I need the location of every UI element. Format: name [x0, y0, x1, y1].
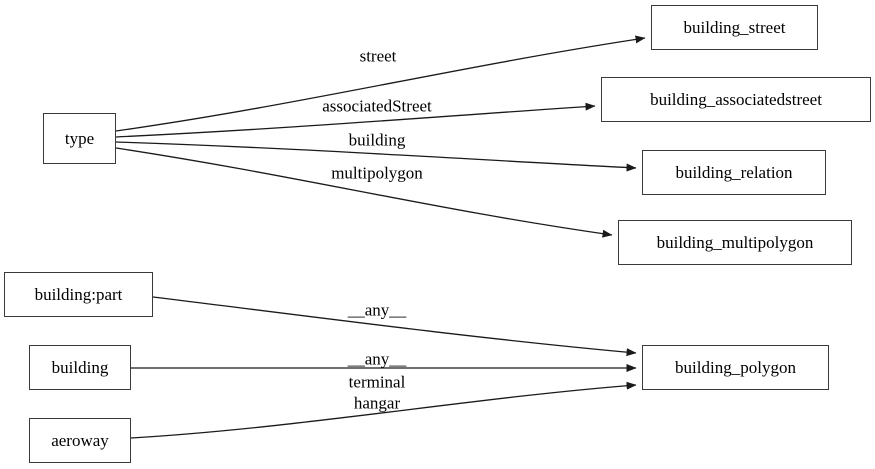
edge-aeroway-building_polygon: [130, 381, 637, 439]
node-building[interactable]: building: [29, 345, 131, 390]
node-aeroway-label: aeroway: [51, 431, 109, 450]
node-building-relation[interactable]: building_relation: [642, 150, 826, 195]
edge-label-building: building: [348, 130, 406, 150]
node-building-street-label: building_street: [683, 18, 786, 37]
node-building-polygon[interactable]: building_polygon: [642, 345, 829, 390]
edge-label-any-building: __any__: [347, 349, 407, 369]
edge-type-building_relation: [115, 141, 637, 172]
node-building-multipolygon[interactable]: building_multipolygon: [618, 220, 852, 265]
node-type-label: type: [64, 129, 95, 148]
edge-type-building_street: [115, 35, 646, 132]
edge-type-building_multipolygon: [115, 147, 613, 238]
edge-type-building_associatedstreet: [115, 102, 596, 138]
edge-label-any-part: __any__: [347, 300, 407, 320]
node-building-part[interactable]: building:part: [4, 272, 153, 317]
node-building-relation-label: building_relation: [675, 163, 793, 182]
edge-label-terminal: terminal: [348, 372, 406, 392]
node-aeroway[interactable]: aeroway: [29, 418, 131, 463]
edge-label-associatedstreet: associatedStreet: [322, 96, 432, 116]
edge-building_part-building_polygon: [152, 296, 637, 357]
node-building-polygon-label: building_polygon: [675, 358, 796, 377]
node-building-part-label: building:part: [34, 285, 123, 304]
node-building-associatedstreet[interactable]: building_associatedstreet: [601, 77, 871, 122]
node-building-street[interactable]: building_street: [651, 5, 818, 50]
edge-label-multipolygon: multipolygon: [331, 163, 423, 183]
node-building-label: building: [51, 358, 109, 377]
node-building-multipolygon-label: building_multipolygon: [656, 233, 814, 252]
node-building-associatedstreet-label: building_associatedstreet: [650, 90, 822, 109]
edge-label-hangar: hangar: [353, 393, 401, 413]
node-type[interactable]: type: [43, 113, 116, 164]
edge-label-street: street: [359, 46, 397, 66]
